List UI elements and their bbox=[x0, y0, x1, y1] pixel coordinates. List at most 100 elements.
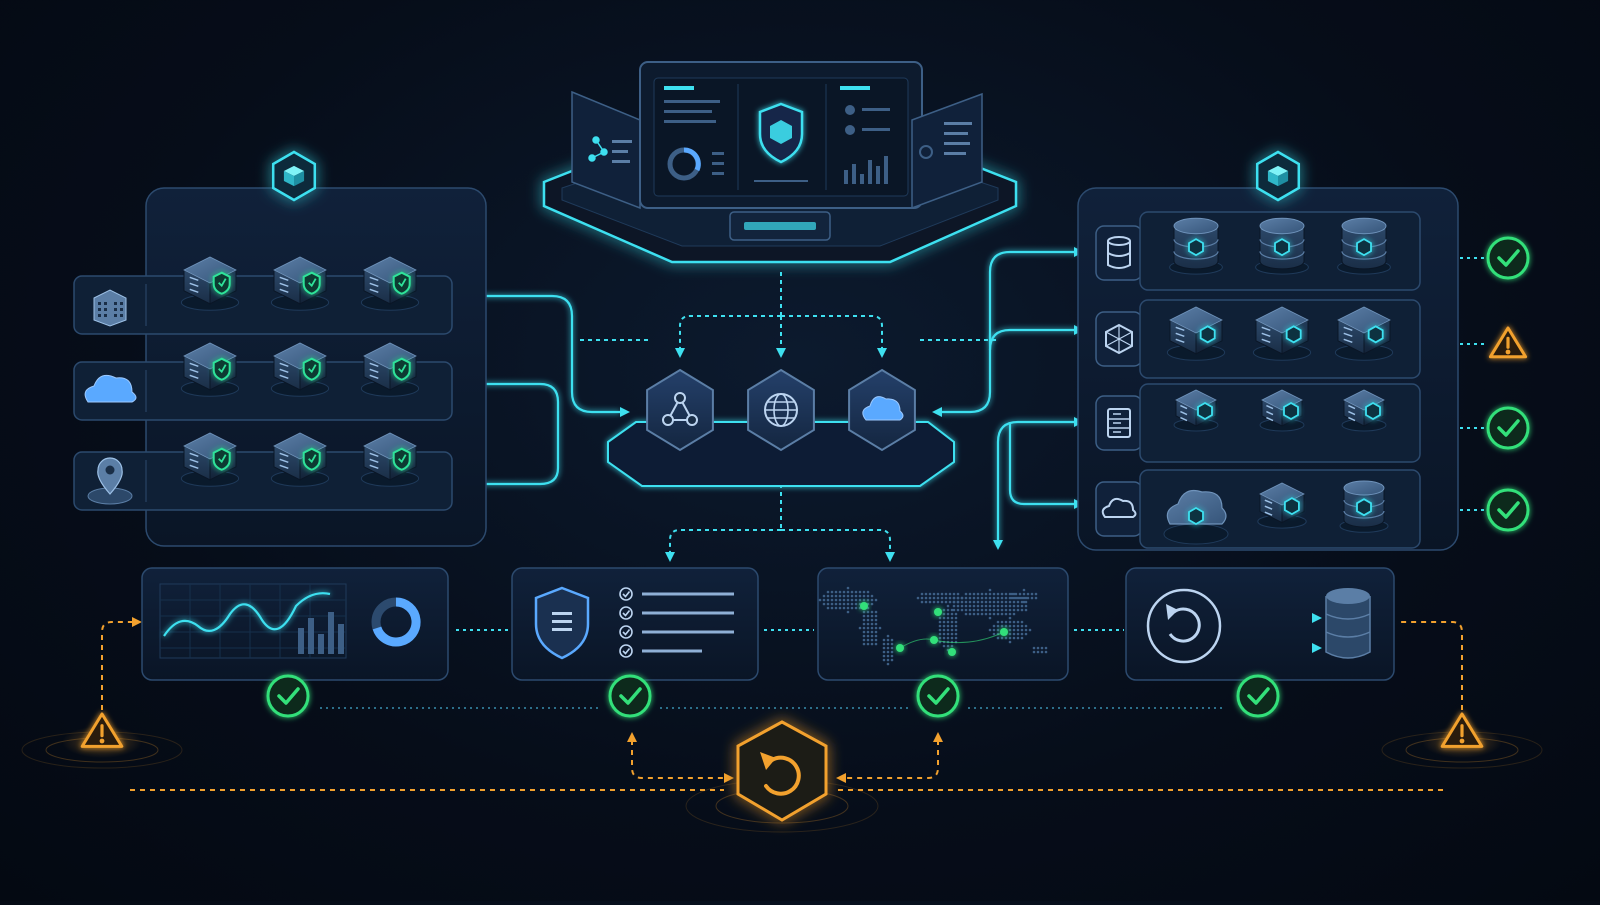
warning-icon bbox=[1440, 712, 1484, 748]
left-alert[interactable] bbox=[21, 712, 183, 769]
analytics-panel[interactable] bbox=[141, 567, 449, 681]
right-alert[interactable] bbox=[1381, 712, 1543, 769]
bottom-panel-links bbox=[320, 617, 1320, 709]
shield-node-icon[interactable] bbox=[270, 256, 330, 311]
hub-node[interactable] bbox=[848, 368, 916, 452]
cube-emblem-icon bbox=[1356, 498, 1372, 517]
left-cluster bbox=[73, 150, 487, 547]
security-dashboard-screen[interactable] bbox=[639, 61, 923, 209]
container-node-icon[interactable] bbox=[1257, 482, 1307, 529]
left-row[interactable] bbox=[73, 432, 453, 511]
shield-emblem-icon bbox=[302, 357, 321, 381]
donut-chart-icon bbox=[371, 597, 421, 647]
database-stack-icon bbox=[1325, 588, 1371, 659]
recovery-node[interactable] bbox=[685, 720, 879, 833]
server-node-icon[interactable] bbox=[1259, 389, 1305, 432]
cube-wireframe-icon bbox=[1105, 323, 1133, 355]
console-to-hub-links bbox=[580, 272, 1000, 350]
right-row[interactable] bbox=[1095, 299, 1421, 379]
control-console[interactable] bbox=[542, 61, 1018, 264]
hub-node[interactable] bbox=[747, 368, 815, 452]
cube-emblem-icon bbox=[1284, 497, 1300, 516]
shield-emblem-icon bbox=[212, 447, 231, 471]
database-node-icon[interactable] bbox=[1255, 217, 1309, 275]
network-nodes-icon bbox=[662, 392, 698, 426]
map-location-dot bbox=[860, 602, 868, 610]
check-circle-icon bbox=[1486, 406, 1530, 450]
warning-icon bbox=[1488, 326, 1528, 359]
shield-node-icon[interactable] bbox=[180, 256, 240, 311]
stats-screen[interactable] bbox=[911, 92, 983, 210]
console-arrowheads bbox=[675, 348, 887, 358]
bottom-arrowheads bbox=[665, 552, 895, 562]
backup-panel[interactable] bbox=[1125, 567, 1395, 681]
alerts bbox=[21, 712, 1543, 833]
shield-node-icon[interactable] bbox=[360, 342, 420, 397]
check-circle-icon bbox=[266, 674, 310, 718]
check-circle-icon bbox=[608, 674, 652, 718]
mini-bar-chart bbox=[844, 156, 888, 184]
shield-emblem-icon bbox=[212, 271, 231, 295]
map-location-dot bbox=[934, 608, 942, 616]
recovery-arrowheads bbox=[132, 617, 943, 783]
check-circle-icon bbox=[1486, 236, 1530, 280]
left-row[interactable] bbox=[73, 342, 453, 421]
cube-emblem-icon bbox=[1356, 238, 1372, 257]
database-node-icon[interactable] bbox=[1169, 217, 1223, 275]
hub-to-bottom-links bbox=[669, 484, 891, 556]
database-node-icon[interactable] bbox=[1339, 480, 1389, 533]
cube-emblem-icon bbox=[1365, 401, 1381, 421]
restore-icon bbox=[1146, 588, 1222, 664]
shield-node-icon[interactable] bbox=[360, 432, 420, 487]
cloud-node-icon[interactable] bbox=[1163, 489, 1229, 545]
shield-emblem-icon bbox=[392, 447, 411, 471]
cube-emblem-icon bbox=[1283, 401, 1299, 421]
network-map-screen[interactable] bbox=[571, 90, 641, 210]
right-row[interactable] bbox=[1095, 469, 1421, 549]
shield-node-icon[interactable] bbox=[180, 432, 240, 487]
checklist-item bbox=[619, 625, 734, 639]
globe-icon bbox=[764, 393, 798, 427]
shield-emblem-icon bbox=[392, 357, 411, 381]
cube-hex-icon[interactable] bbox=[1255, 150, 1301, 202]
shield-node-icon[interactable] bbox=[180, 342, 240, 397]
cube-emblem-icon bbox=[1285, 325, 1302, 344]
left-to-hub-links bbox=[452, 294, 620, 486]
checklist-item bbox=[619, 587, 734, 601]
cube-hex-icon[interactable] bbox=[271, 150, 317, 202]
right-row[interactable] bbox=[1095, 211, 1421, 291]
connectors bbox=[101, 198, 1486, 791]
cube-emblem-icon bbox=[1188, 238, 1204, 257]
cloud-outline-icon bbox=[1101, 497, 1137, 518]
container-node-icon[interactable] bbox=[1252, 306, 1312, 361]
map-location-dot bbox=[948, 648, 956, 656]
shield-node-icon[interactable] bbox=[360, 256, 420, 311]
compliance-panel[interactable] bbox=[511, 567, 759, 681]
container-node-icon[interactable] bbox=[1166, 306, 1226, 361]
hub-node[interactable] bbox=[646, 368, 714, 452]
warning-icon bbox=[80, 712, 124, 748]
server-node-icon[interactable] bbox=[1173, 389, 1219, 432]
network-map-icon bbox=[588, 136, 608, 162]
server-node-icon[interactable] bbox=[1341, 389, 1387, 432]
shield-emblem-icon bbox=[212, 357, 231, 381]
cloud-icon bbox=[84, 374, 137, 403]
global-map-panel[interactable] bbox=[817, 567, 1069, 681]
database-node-icon[interactable] bbox=[1337, 217, 1391, 275]
building-icon bbox=[93, 289, 127, 327]
hub-to-right-links bbox=[940, 250, 1080, 545]
container-node-icon[interactable] bbox=[1334, 306, 1394, 361]
world-map-icon bbox=[818, 586, 1048, 666]
shield-node-icon[interactable] bbox=[270, 432, 330, 487]
cube-emblem-icon bbox=[1274, 238, 1290, 257]
database-icon bbox=[1107, 236, 1131, 269]
shield-node-icon[interactable] bbox=[270, 342, 330, 397]
right-cluster bbox=[1077, 150, 1530, 551]
server-rack-icon bbox=[1107, 408, 1131, 438]
right-row[interactable] bbox=[1095, 383, 1421, 463]
cube-emblem-icon bbox=[1199, 325, 1216, 344]
recovery-arrow-icon bbox=[760, 752, 801, 796]
left-row[interactable] bbox=[73, 256, 453, 335]
cube-emblem-icon bbox=[1367, 325, 1384, 344]
recovery-links bbox=[101, 621, 1463, 791]
